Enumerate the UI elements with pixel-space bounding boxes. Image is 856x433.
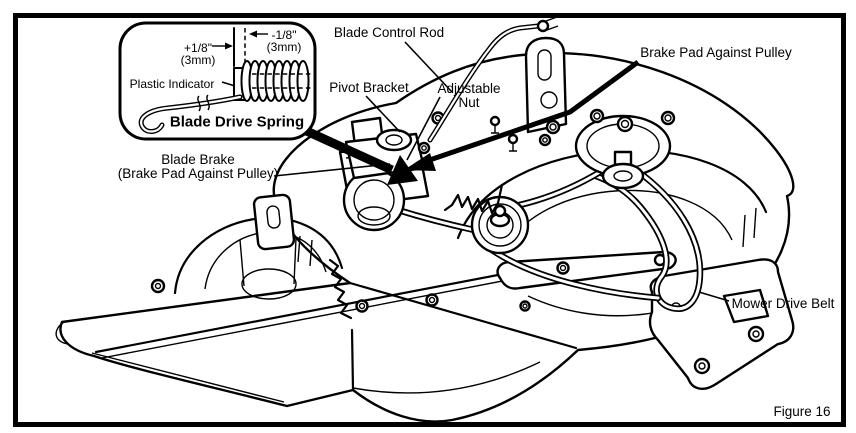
mower-drive-belt-leader (698, 291, 730, 302)
callout-leader-lines (273, 41, 730, 302)
adjustable-nut-leader (406, 96, 441, 161)
label-minus-offset: -1/8" (3mm) (266, 27, 302, 54)
spring-coil (240, 60, 312, 102)
brake-pad-arrow (404, 59, 640, 171)
label-plastic-indicator: Plastic Indicator (129, 76, 215, 91)
label-blade-brake: Blade Brake (Brake Pad Against Pulley) (117, 152, 279, 181)
figure-border (13, 13, 846, 427)
mower-drive-belt (394, 166, 704, 312)
inset-callout-arrow (298, 123, 418, 185)
blade-control-rod-part (417, 16, 559, 155)
blade-drive-spring-inset (118, 21, 317, 141)
label-mower-drive-belt: Mower Drive Belt (731, 296, 835, 312)
label-adjustable-nut: Adjustable Nut (437, 81, 501, 110)
idler-pulley (470, 195, 530, 255)
label-pivot-bracket: Pivot Bracket (329, 80, 409, 96)
label-plus-offset: +1/8" (3mm) (180, 40, 216, 67)
figure-caption: Figure 16 (773, 404, 831, 420)
tension-spring (328, 258, 369, 320)
pivot-bracket-leader (365, 95, 401, 133)
label-brake-pad-against-pulley: Brake Pad Against Pulley (640, 45, 792, 61)
hanger-bracket (524, 36, 568, 134)
label-blade-control-rod: Blade Control Rod (333, 25, 445, 41)
blade-brake-leader (273, 163, 391, 177)
blade-control-rod-leader (404, 41, 453, 93)
deck-bolts (425, 108, 676, 312)
blade-drive-spring-on-deck (443, 183, 504, 215)
label-blade-drive-spring: Blade Drive Spring (169, 113, 305, 131)
right-spindle-pulley (574, 114, 672, 190)
